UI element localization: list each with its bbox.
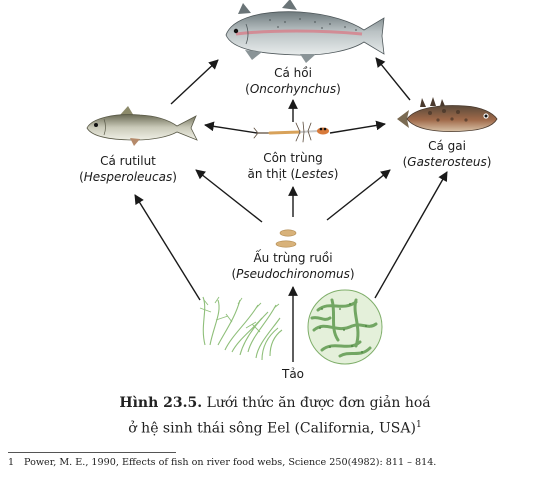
arrow-roach-to-salmon (170, 59, 219, 105)
label-algae-name: Tảo (281, 367, 304, 381)
label-insect-line1: Côn trùng (263, 151, 323, 165)
footnote-divider (8, 452, 176, 453)
arrow-insect-to-stickleback (329, 120, 386, 134)
salmon-illustration (225, 0, 385, 63)
arrow-insect-to-roach (204, 121, 258, 134)
arrow-larvae-to-roach (195, 169, 263, 223)
footnote-number: 1 (8, 457, 15, 468)
label-roach-name: Cá rutilut (100, 154, 156, 168)
filamentous-algae-illustration (199, 296, 283, 361)
label-salmon-name: Cá hồi (274, 66, 312, 80)
food-web-diagram: Cá hồi (Oncorhynchus) Cá rutilut (Hesper… (79, 0, 498, 381)
roach-illustration (86, 106, 198, 146)
insect-illustration (253, 121, 329, 143)
label-larvae-sci: (Pseudochironomus) (231, 267, 354, 281)
larvae-illustration (275, 229, 297, 248)
arrow-algae-to-stickleback (374, 171, 448, 299)
algae-micrograph-illustration (307, 289, 383, 365)
arrow-stickleback-to-salmon (375, 57, 411, 101)
arrow-larvae-to-stickleback (326, 169, 391, 221)
footnote: 1 Power, M. E., 1990, Effects of fish on … (8, 457, 548, 468)
label-roach-sci: (Hesperoleucas) (79, 170, 177, 184)
figure-caption-text-2: ở hệ sinh thái sông Eel (California, USA… (128, 420, 416, 437)
label-salmon-sci: (Oncorhynchus) (245, 82, 341, 96)
figure-caption-line1: Hình 23.5. Lưới thức ăn được đơn giản ho… (0, 392, 550, 414)
arrow-algae-to-roach (134, 194, 201, 301)
label-stickleback-sci: (Gasterosteus) (403, 155, 492, 169)
footnote-ref: 1 (415, 420, 422, 430)
figure-caption-text: Lưới thức ăn được đơn giản hoá (202, 395, 431, 411)
figure-caption-label: Hình 23.5. (119, 395, 203, 411)
stickleback-illustration (397, 97, 498, 132)
label-stickleback-name: Cá gai (428, 139, 466, 153)
label-insect-line2: ăn thịt (Lestes) (248, 167, 339, 181)
footnote-text: Power, M. E., 1990, Effects of fish on r… (24, 457, 437, 468)
label-larvae-name: Ấu trùng ruồi (253, 249, 332, 265)
figure-caption-line2: ở hệ sinh thái sông Eel (California, USA… (0, 414, 550, 440)
arrows (134, 57, 448, 362)
